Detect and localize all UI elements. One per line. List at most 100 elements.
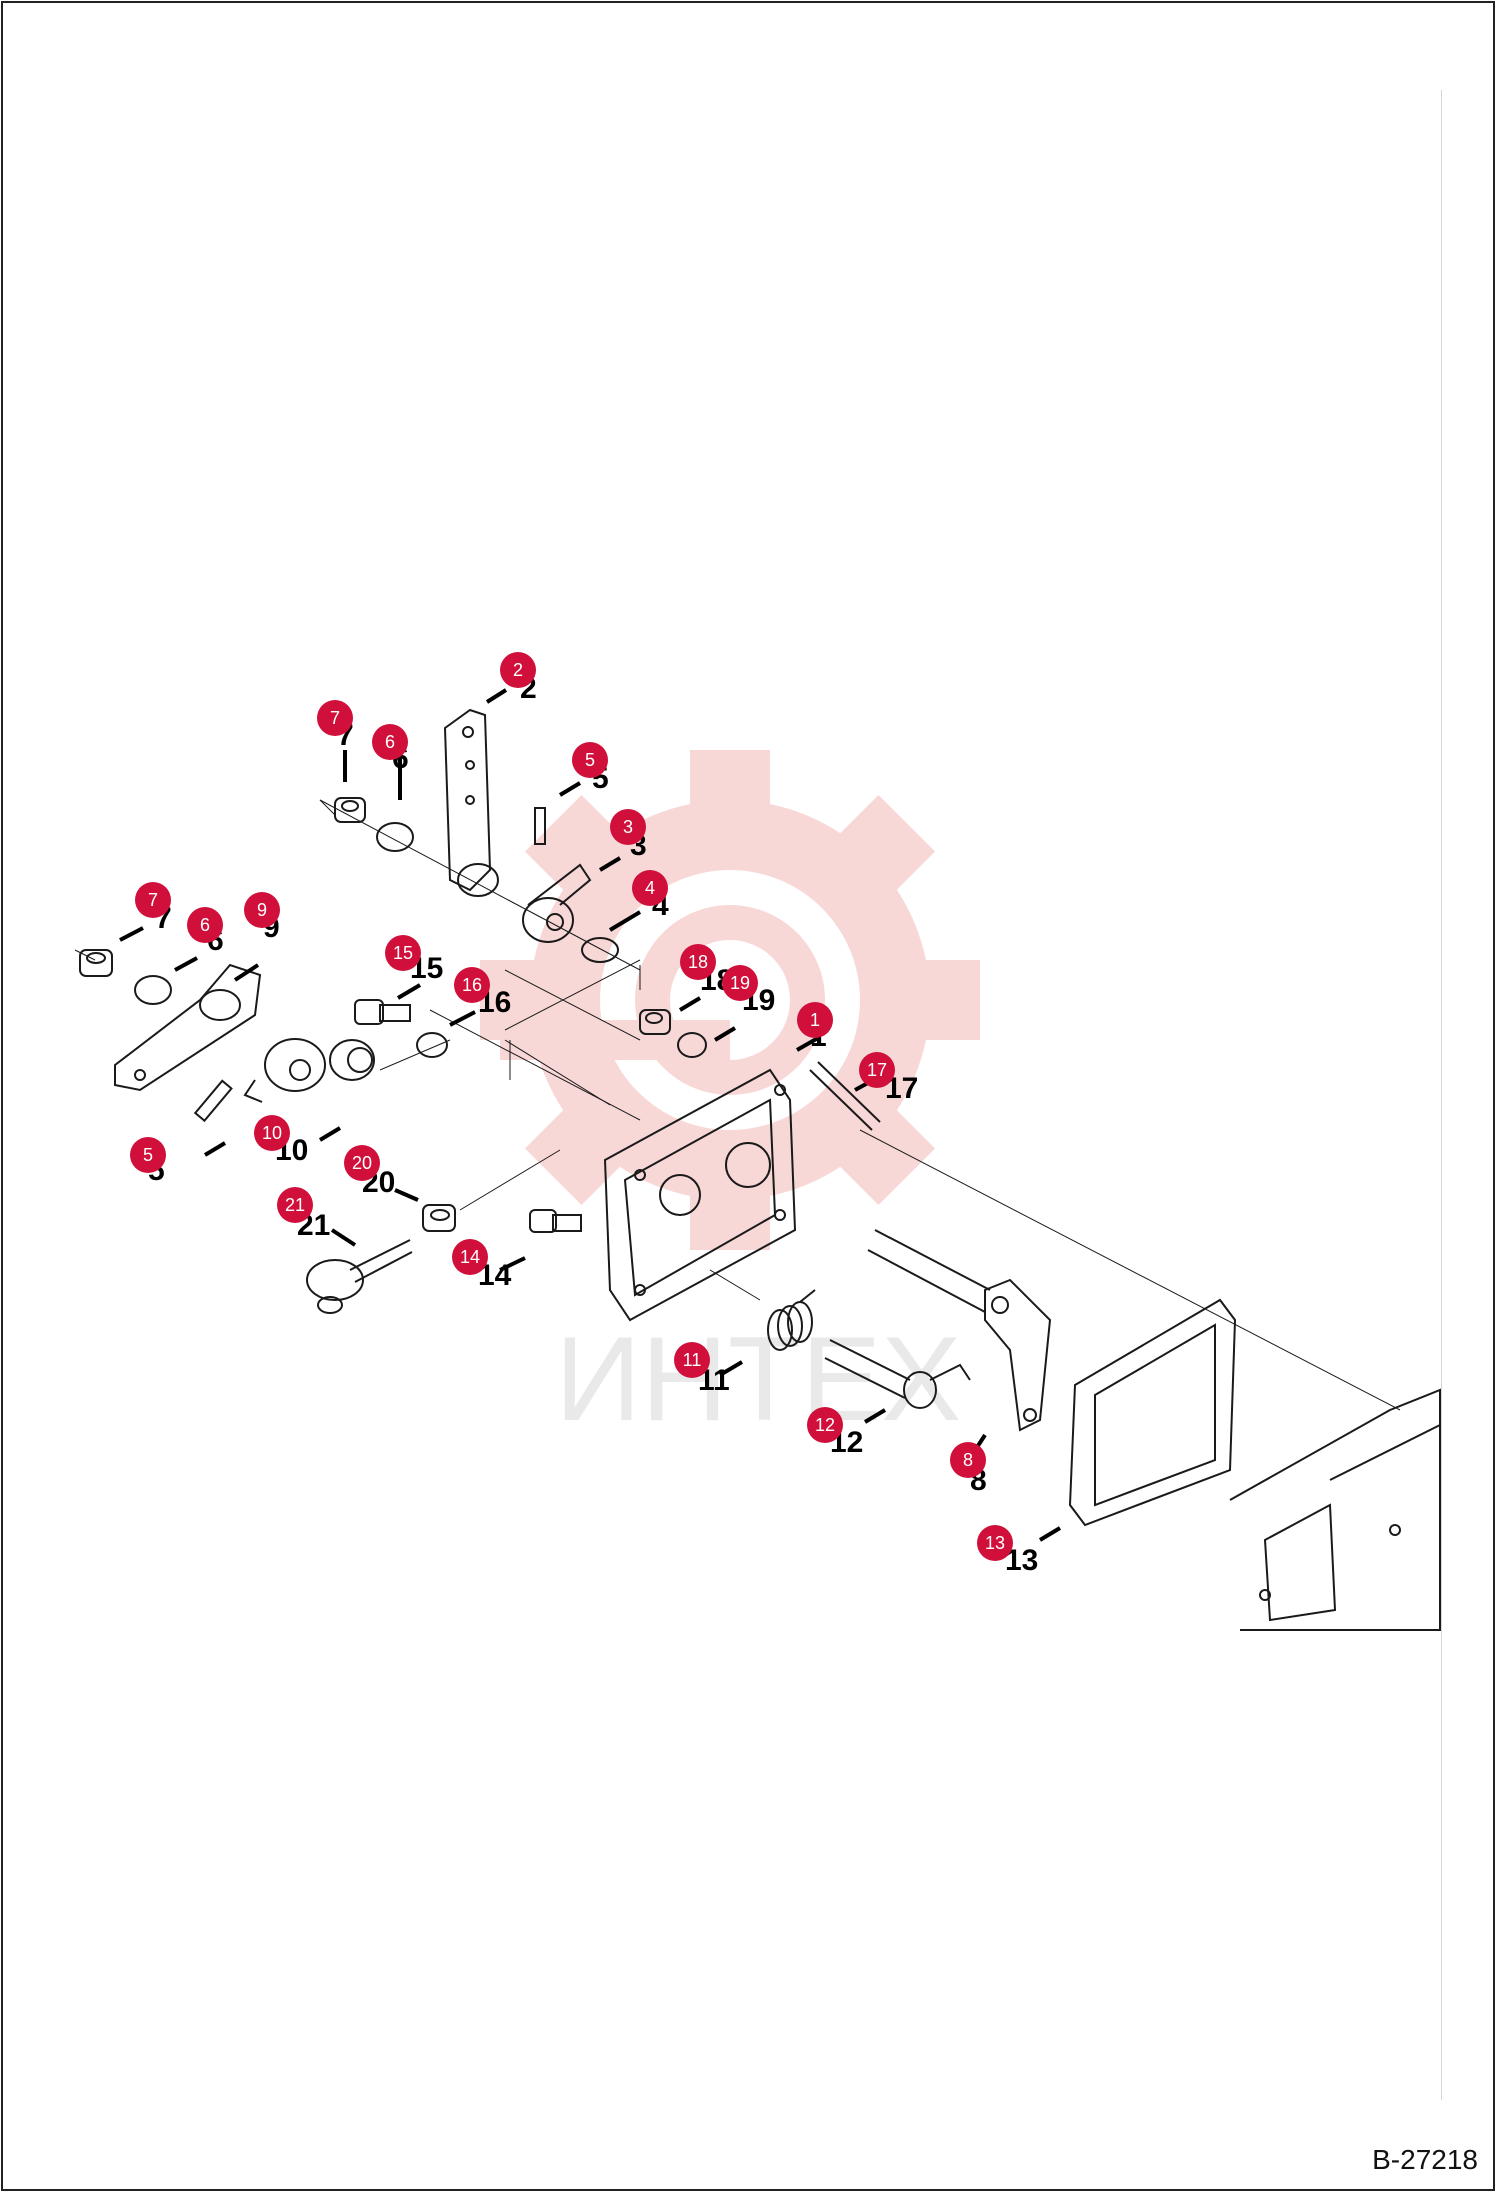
callout-number: 5 bbox=[585, 750, 595, 770]
callout-circle bbox=[135, 882, 171, 918]
watermark-gear-logo bbox=[480, 750, 980, 1250]
part-9-lower-lever bbox=[114, 963, 262, 1092]
margin-rule bbox=[1441, 90, 1442, 2100]
callout-number: 10 bbox=[262, 1123, 282, 1143]
part-5-pin-lower bbox=[193, 1079, 233, 1123]
part-12-shaft bbox=[824, 1339, 971, 1409]
callout-21: 21 bbox=[277, 1187, 313, 1223]
callout-18: 18 bbox=[680, 944, 716, 980]
callout-circle bbox=[277, 1187, 313, 1223]
callout-5a: 5 bbox=[572, 742, 608, 778]
callout-circle bbox=[680, 944, 716, 980]
callout-circle bbox=[797, 1002, 833, 1038]
callout-20: 20 bbox=[344, 1145, 380, 1181]
callout-number: 19 bbox=[730, 973, 750, 993]
callout-circle bbox=[572, 742, 608, 778]
callout-3: 3 bbox=[610, 809, 646, 845]
callout-1: 1 bbox=[797, 1002, 833, 1038]
callout-circle bbox=[130, 1137, 166, 1173]
watermark-text: ИНТЕХ bbox=[555, 1312, 961, 1446]
callout-number: 7 bbox=[148, 890, 158, 910]
callout-circle bbox=[317, 700, 353, 736]
callout-13: 13 bbox=[977, 1525, 1013, 1561]
callout-number: 20 bbox=[352, 1153, 372, 1173]
callout-number: 18 bbox=[688, 952, 708, 972]
callout-number: 14 bbox=[460, 1247, 480, 1267]
callout-number: 11 bbox=[683, 1350, 702, 1370]
callout-12: 12 bbox=[807, 1407, 843, 1443]
part-16-washer bbox=[416, 1032, 448, 1058]
callout-6b: 6 bbox=[187, 907, 223, 943]
callout-number: 16 bbox=[462, 975, 482, 995]
callout-10: 10 bbox=[254, 1115, 290, 1151]
callout-circle bbox=[610, 809, 646, 845]
callout-number: 6 bbox=[200, 915, 210, 935]
part-14-bolt bbox=[529, 1209, 582, 1233]
callout-number: 21 bbox=[285, 1195, 305, 1215]
callout-number: 6 bbox=[385, 732, 395, 752]
callout-17: 17 bbox=[859, 1052, 895, 1088]
callout-8: 8 bbox=[950, 1442, 986, 1478]
callout-16: 16 bbox=[454, 967, 490, 1003]
callout-number: 15 bbox=[393, 943, 413, 963]
callout-number: 8 bbox=[963, 1450, 973, 1470]
callout-circle bbox=[977, 1525, 1013, 1561]
part-7-nut-upper bbox=[334, 797, 366, 823]
callout-circle bbox=[244, 892, 280, 928]
callout-number: 17 bbox=[867, 1060, 887, 1080]
callout-circle bbox=[500, 652, 536, 688]
part-6-washer-lower bbox=[134, 975, 172, 1005]
callout-number: 2 bbox=[513, 660, 523, 680]
part-7-nut-lower bbox=[79, 949, 113, 977]
callout-15: 15 bbox=[385, 935, 421, 971]
part-6-washer-upper bbox=[376, 822, 414, 852]
drawing-code: B-27218 bbox=[1372, 2144, 1478, 2175]
callout-number: 9 bbox=[257, 900, 267, 920]
part-21-screw bbox=[306, 1239, 413, 1314]
callout-6a: 6 bbox=[372, 724, 408, 760]
callout-circle bbox=[674, 1342, 710, 1378]
callout-circle bbox=[254, 1115, 290, 1151]
part-20-nut bbox=[422, 1204, 456, 1232]
callout-circle bbox=[452, 1239, 488, 1275]
callout-circle bbox=[632, 870, 668, 906]
part-4-o-ring bbox=[581, 937, 619, 963]
callout-number: 13 bbox=[985, 1533, 1005, 1553]
part-15-bolt bbox=[354, 999, 411, 1025]
callout-2: 2 bbox=[500, 652, 536, 688]
callout-number: 3 bbox=[623, 817, 633, 837]
callout-circle bbox=[385, 935, 421, 971]
part-2-upper-lever bbox=[443, 708, 499, 897]
part-17-stud bbox=[809, 1061, 881, 1131]
callout-19: 19 bbox=[722, 965, 758, 1001]
part-8-shaft-lever bbox=[867, 1229, 1052, 1432]
part-5-pin-upper bbox=[534, 807, 546, 845]
callout-9: 9 bbox=[244, 892, 280, 928]
part-19-washer bbox=[677, 1032, 707, 1058]
engine-block-housing bbox=[1229, 1388, 1441, 1631]
callout-14: 14 bbox=[452, 1239, 488, 1275]
part-13-gasket bbox=[1068, 1298, 1237, 1527]
callout-circle bbox=[859, 1052, 895, 1088]
part-1-cover-housing bbox=[603, 1068, 797, 1322]
callout-circle bbox=[807, 1407, 843, 1443]
callout-4: 4 bbox=[632, 870, 668, 906]
assembly-centerlines bbox=[74, 799, 1401, 1411]
callout-number: 5 bbox=[143, 1145, 153, 1165]
part-outlines bbox=[74, 708, 1441, 1631]
callout-circle bbox=[454, 967, 490, 1003]
part-11-spring bbox=[767, 1289, 816, 1351]
callout-circle bbox=[950, 1442, 986, 1478]
callout-number: 4 bbox=[645, 878, 655, 898]
callout-number: 1 bbox=[810, 1010, 820, 1030]
callout-circle bbox=[722, 965, 758, 1001]
callout-7a: 7 bbox=[317, 700, 353, 736]
part-10-seal bbox=[329, 1039, 375, 1081]
callout-circle bbox=[344, 1145, 380, 1181]
callout-11: 11 bbox=[674, 1342, 710, 1378]
callout-7b: 7 bbox=[135, 882, 171, 918]
part-3-clamp bbox=[522, 863, 592, 943]
part-9-hub bbox=[243, 1038, 326, 1103]
